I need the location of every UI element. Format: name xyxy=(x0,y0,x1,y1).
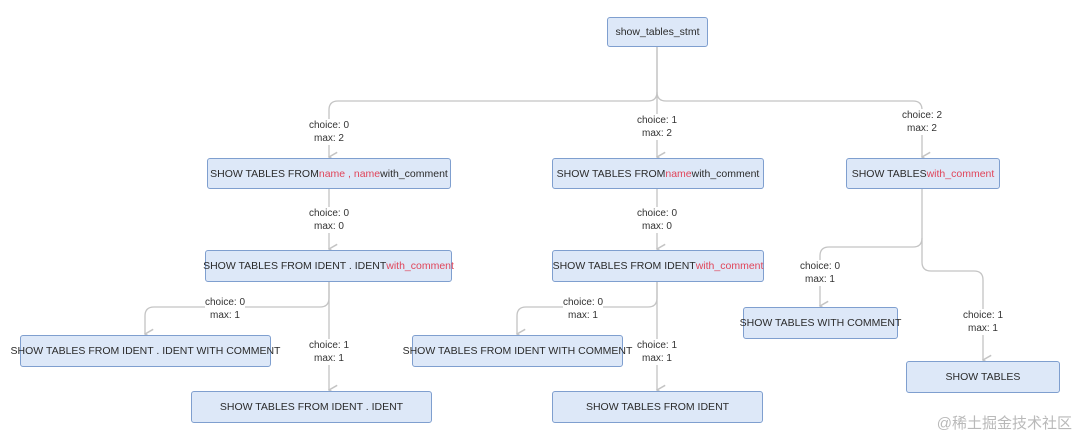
node-choice-1-0-1: SHOW TABLES FROM IDENT xyxy=(552,391,763,423)
nonterminal-text: with_comment xyxy=(695,260,764,272)
node-choice-2-1: SHOW TABLES xyxy=(906,361,1060,393)
edge-root-to-c2 xyxy=(656,91,922,157)
edge-c2-to-c20 xyxy=(820,189,923,306)
nonterminal-text: with_comment xyxy=(926,167,995,180)
node-choice-0-0-1: SHOW TABLES FROM IDENT . IDENT xyxy=(191,391,432,423)
node-choice-1: SHOW TABLES FROM name with_comment xyxy=(552,158,764,189)
node-choice-0-0-0: SHOW TABLES FROM IDENT . IDENT WITH COMM… xyxy=(11,335,280,367)
watermark: @稀土掘金技术社区 xyxy=(936,415,1072,432)
node-choice-0: SHOW TABLES FROM name , name with_commen… xyxy=(207,158,451,189)
node-choice-1-0: SHOW TABLES FROM IDENT with_comment xyxy=(552,250,764,282)
node-choice-2: SHOW TABLES with_comment xyxy=(846,158,1000,189)
nonterminal-text: name , name xyxy=(318,167,381,180)
nonterminal-text: name xyxy=(665,167,692,180)
node-choice-2-0: SHOW TABLES WITH COMMENT xyxy=(740,307,901,339)
node-choice-0-0: SHOW TABLES FROM IDENT . IDENT with_comm… xyxy=(203,250,454,282)
node-choice-1-0-0: SHOW TABLES FROM IDENT WITH COMMENT xyxy=(403,335,632,367)
edge-root-to-c0 xyxy=(329,47,658,157)
nonterminal-text: with_comment xyxy=(386,260,454,272)
node-show-tables-stmt: show_tables_stmt xyxy=(607,17,708,47)
edge-c2-to-c21 xyxy=(921,238,983,360)
